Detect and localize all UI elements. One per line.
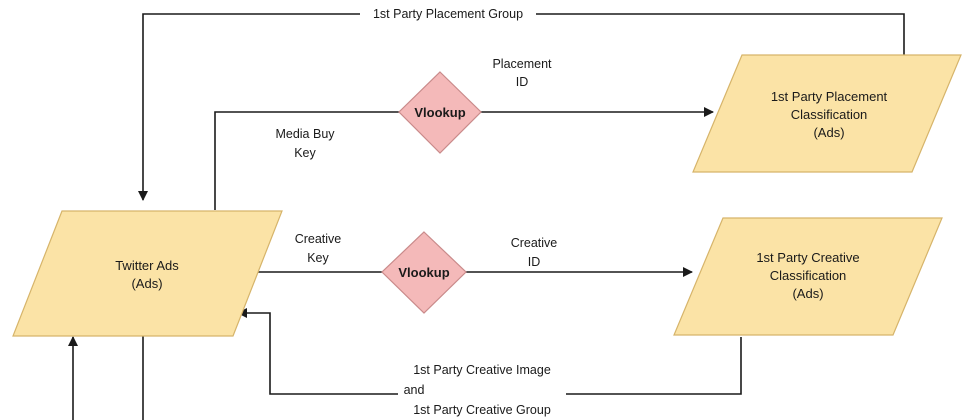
node-creative-line3: (Ads) — [792, 286, 823, 301]
edge-label-creative-id-2: ID — [528, 255, 541, 269]
vlookup-bottom-label: Vlookup — [398, 265, 449, 280]
node-placement-line2: Classification — [791, 107, 868, 122]
creative-image-label-bg — [398, 360, 566, 420]
edge-label-placement-id-1: Placement — [492, 57, 552, 71]
edge-label-creative-image-3: 1st Party Creative Group — [413, 403, 551, 417]
node-placement-line3: (Ads) — [813, 125, 844, 140]
edge-label-media-buy-1: Media Buy — [275, 127, 335, 141]
node-creative-classification[interactable]: 1st Party Creative Classification (Ads) — [673, 217, 943, 336]
node-placement-line1: 1st Party Placement — [771, 89, 888, 104]
edge-label-creative-key-1: Creative — [295, 232, 342, 246]
edge-label-placement-group: 1st Party Placement Group — [373, 7, 523, 21]
edge-label-creative-id-1: Creative — [511, 236, 558, 250]
node-twitter-ads-title: Twitter Ads — [115, 258, 179, 273]
node-vlookup-bottom[interactable]: Vlookup — [381, 231, 467, 314]
edge-media-buy-key — [214, 111, 399, 210]
edge-label-creative-image-2: and — [404, 383, 425, 397]
node-creative-line1: 1st Party Creative — [756, 250, 859, 265]
edge-label-creative-key-2: Key — [307, 251, 329, 265]
edge-creative-image-group — [237, 308, 742, 395]
node-twitter-ads-subtitle: (Ads) — [131, 276, 162, 291]
placement-group-label-bg — [360, 4, 536, 22]
node-twitter-ads[interactable]: Twitter Ads (Ads) — [12, 210, 283, 337]
node-vlookup-top[interactable]: Vlookup — [398, 71, 482, 154]
edge-label-media-buy-2: Key — [294, 146, 316, 160]
node-creative-line2: Classification — [770, 268, 847, 283]
edge-label-placement-id-2: ID — [516, 75, 529, 89]
vlookup-top-label: Vlookup — [414, 105, 465, 120]
edge-label-creative-image-1: 1st Party Creative Image — [413, 363, 551, 377]
node-placement-classification[interactable]: 1st Party Placement Classification (Ads) — [692, 54, 962, 173]
